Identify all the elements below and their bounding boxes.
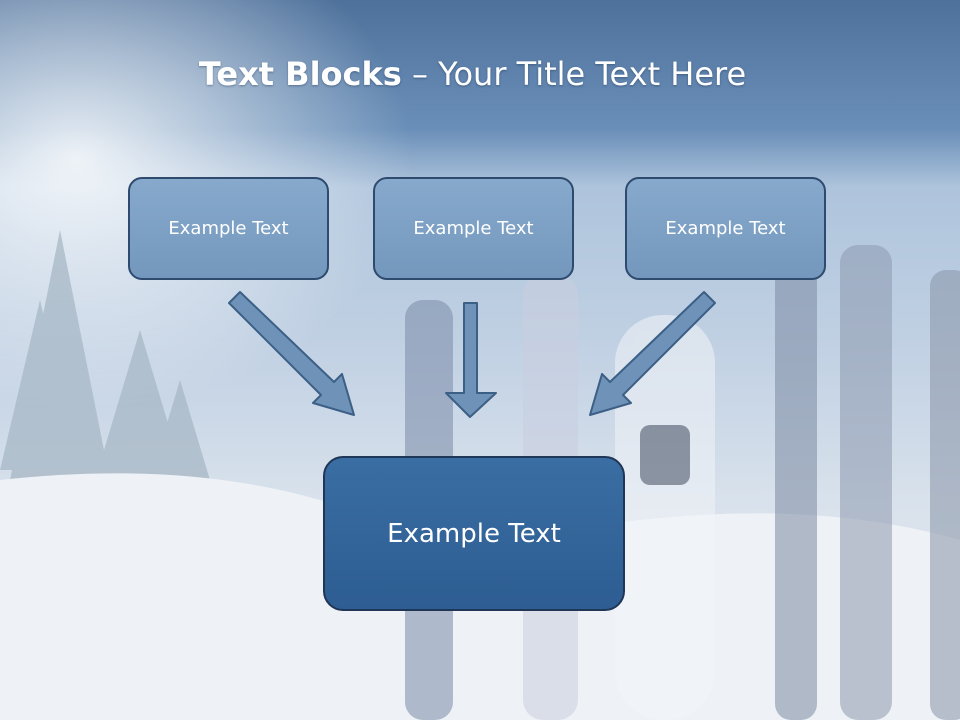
text-block-2[interactable]: Example Text [373, 177, 574, 280]
text-block-3-label: Example Text [665, 218, 786, 239]
text-block-1-label: Example Text [168, 218, 289, 239]
text-block-3[interactable]: Example Text [625, 177, 826, 280]
title-dash: – [411, 55, 428, 93]
slide-title: Text Blocks – Your Title Text Here [0, 50, 945, 98]
title-bold-part: Text Blocks [198, 55, 402, 93]
target-block[interactable]: Example Text [323, 456, 625, 611]
arrow-down-icon [445, 302, 497, 418]
text-block-2-label: Example Text [413, 218, 534, 239]
target-block-label: Example Text [387, 518, 561, 549]
arrow-down-right-icon [228, 291, 355, 416]
arrow-down-left-icon [589, 291, 716, 416]
title-rest: Your Title Text Here [438, 55, 747, 93]
text-block-1[interactable]: Example Text [128, 177, 329, 280]
